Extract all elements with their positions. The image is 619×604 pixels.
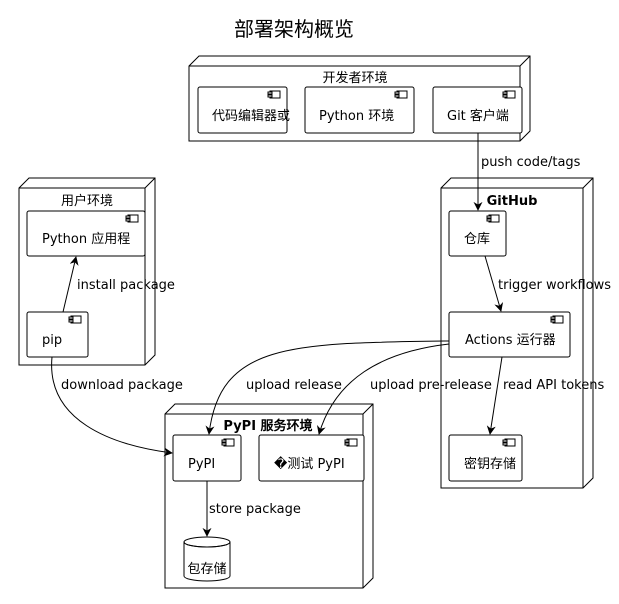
component-app: Python 应用程 [26, 210, 146, 257]
edge-label-upload-pre-release: upload pre-release [370, 378, 492, 393]
node-label-user-env: 用户环境 [61, 193, 113, 209]
component-repo: 仓库 [448, 210, 507, 257]
component-label-app: Python 应用程 [42, 231, 130, 247]
edge-trigger: trigger workflows [484, 255, 611, 312]
edge-label-read-tokens: read API tokens [503, 378, 604, 393]
component-label-pip: pip [42, 333, 62, 348]
edge-label-push: push code/tags [481, 155, 581, 170]
edge-download: download package [51, 356, 183, 457]
component-label-pypi: PyPI [188, 457, 215, 472]
component-actions: Actions 运行器 [448, 311, 571, 358]
component-pip: pip [26, 311, 89, 358]
component-label-editor: 代码编辑器或 [212, 109, 290, 124]
component-label-actions: Actions 运行器 [465, 333, 556, 348]
diagram-title: 部署架构概览 [234, 17, 354, 41]
edge-store: store package [202, 481, 301, 537]
edge-install: install package [62, 256, 175, 313]
component-label-git-client: Git 客户端 [447, 108, 509, 124]
component-python-env: Python 环境 [304, 86, 415, 134]
component-editor: 代码编辑器或 [197, 86, 290, 134]
node-label-github: GitHub [487, 194, 538, 209]
edge-push: push code/tags [473, 133, 581, 211]
edge-label-store: store package [209, 502, 301, 517]
database-label-storage: 包存储 [187, 562, 226, 577]
edge-read-tokens: read API tokens [486, 356, 604, 435]
node-label-pypi-env: PyPI 服务环境 [223, 418, 312, 434]
component-git-client: Git 客户端 [432, 86, 523, 134]
database-storage: 包存储 [183, 536, 231, 582]
component-pypi: PyPI [172, 434, 242, 482]
edge-label-install: install package [77, 278, 175, 293]
component-label-repo: 仓库 [464, 231, 490, 247]
component-label-secrets: 密钥存储 [464, 456, 516, 472]
node-label-dev-env: 开发者环境 [322, 70, 387, 86]
edge-label-upload-release: upload release [246, 378, 342, 393]
edge-upload-pre-release: upload pre-release [316, 343, 492, 435]
component-label-test-pypi: �测试 PyPI [274, 455, 345, 472]
edge-upload-release: upload release [205, 340, 450, 435]
component-secrets: 密钥存储 [448, 434, 523, 482]
component-label-python-env: Python 环境 [319, 109, 394, 124]
edge-label-trigger: trigger workflows [498, 278, 611, 293]
edge-label-download: download package [61, 378, 183, 393]
component-test-pypi: �测试 PyPI [258, 434, 365, 482]
